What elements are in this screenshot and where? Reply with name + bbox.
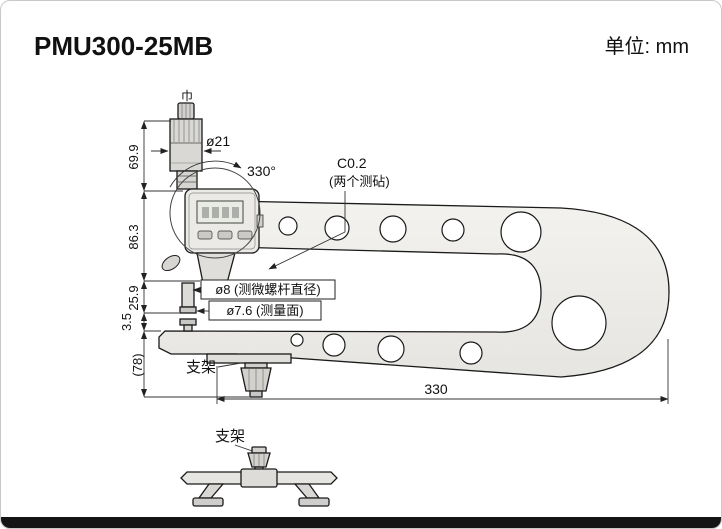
- top-symbol: 巾: [181, 89, 193, 103]
- unit-label: 单位: mm: [605, 35, 689, 58]
- frame-hole: [324, 215, 350, 241]
- lower-anvil: [179, 318, 197, 326]
- spindle-dia-label: ø8 (测微螺杆直径): [215, 282, 320, 297]
- gauge-frame-group: [158, 200, 670, 378]
- dim-stand-height: (78): [130, 353, 145, 376]
- frame-hole: [377, 335, 405, 363]
- display-buttons: [197, 230, 253, 240]
- bottom-band: [1, 517, 721, 528]
- dimension-group: 69.9 86.3 25.9 3.5 (78) ø21 330: [119, 120, 669, 404]
- page-title: PMU300-25MB: [34, 31, 213, 61]
- frame-hole: [322, 333, 346, 357]
- dim-upper-height: 69.9: [126, 144, 141, 169]
- spindle: [181, 282, 195, 308]
- stand-right-leg: [293, 483, 321, 499]
- anvil-post: [183, 324, 193, 332]
- display-button: [237, 230, 253, 240]
- gauge-frame: [158, 200, 670, 378]
- stand-clamp-group: 支架: [186, 353, 292, 398]
- clamp-lever: [161, 254, 181, 272]
- dim-neck-height: 25.9: [126, 285, 141, 310]
- stand-caption: 支架: [215, 428, 245, 445]
- measuring-face-box: [208, 300, 322, 321]
- spindle-dia-box: [200, 279, 336, 300]
- detail-callout-group: 330°: [169, 160, 276, 259]
- clamp-plate: [206, 353, 292, 364]
- frame-hole: [278, 216, 298, 236]
- frame-hole: [290, 333, 304, 347]
- frame-hole: [441, 218, 465, 242]
- callout-group: C0.2 (两个测砧) ø8 (测微螺杆直径) ø7.6 (测量面): [192, 155, 390, 321]
- upper-measuring-face: [179, 306, 197, 314]
- display-button: [217, 230, 233, 240]
- micrometer-group: 巾: [161, 89, 264, 332]
- stand-left-foot: [192, 497, 224, 507]
- stand-knob-cap: [251, 446, 267, 454]
- bottom-stand-group: 支架: [180, 428, 338, 507]
- frame-hole: [551, 295, 607, 351]
- anvil-chamfer-leader: [268, 191, 346, 270]
- stand-left-leg: [197, 483, 225, 499]
- anvil-chamfer-label: C0.2: [337, 155, 367, 171]
- thimble-knurling: [170, 120, 202, 164]
- clamp-washer: [244, 362, 268, 369]
- lcd-screen: [196, 200, 244, 224]
- frame-holes: [278, 211, 607, 365]
- thimble: [169, 118, 203, 172]
- stand-leader: [217, 362, 242, 368]
- detail-circle: [169, 167, 261, 259]
- dim-body-height: 86.3: [126, 224, 141, 249]
- display-bezel: [188, 192, 256, 250]
- stand-pointer-label: 支架: [186, 359, 216, 376]
- clamp-tip: [249, 390, 263, 398]
- frame-hole: [459, 341, 483, 365]
- anvil-chamfer-note: (两个测砧): [329, 174, 390, 189]
- dim-gap: 3.5: [119, 313, 134, 331]
- rotation-label: 330°: [247, 163, 276, 179]
- sleeve: [176, 170, 198, 190]
- frame-hole: [379, 215, 407, 243]
- dim-thimble-diameter: ø21: [206, 133, 230, 149]
- rotation-arc: [169, 160, 242, 188]
- frame-hole: [500, 211, 542, 253]
- stand-right-foot: [298, 497, 330, 507]
- lcd-digits: [202, 207, 239, 218]
- stand-center-boss: [240, 468, 278, 488]
- dim-throat-depth: 330: [424, 381, 448, 397]
- display-button: [197, 230, 213, 240]
- measuring-face-label: ø7.6 (测量面): [226, 303, 303, 318]
